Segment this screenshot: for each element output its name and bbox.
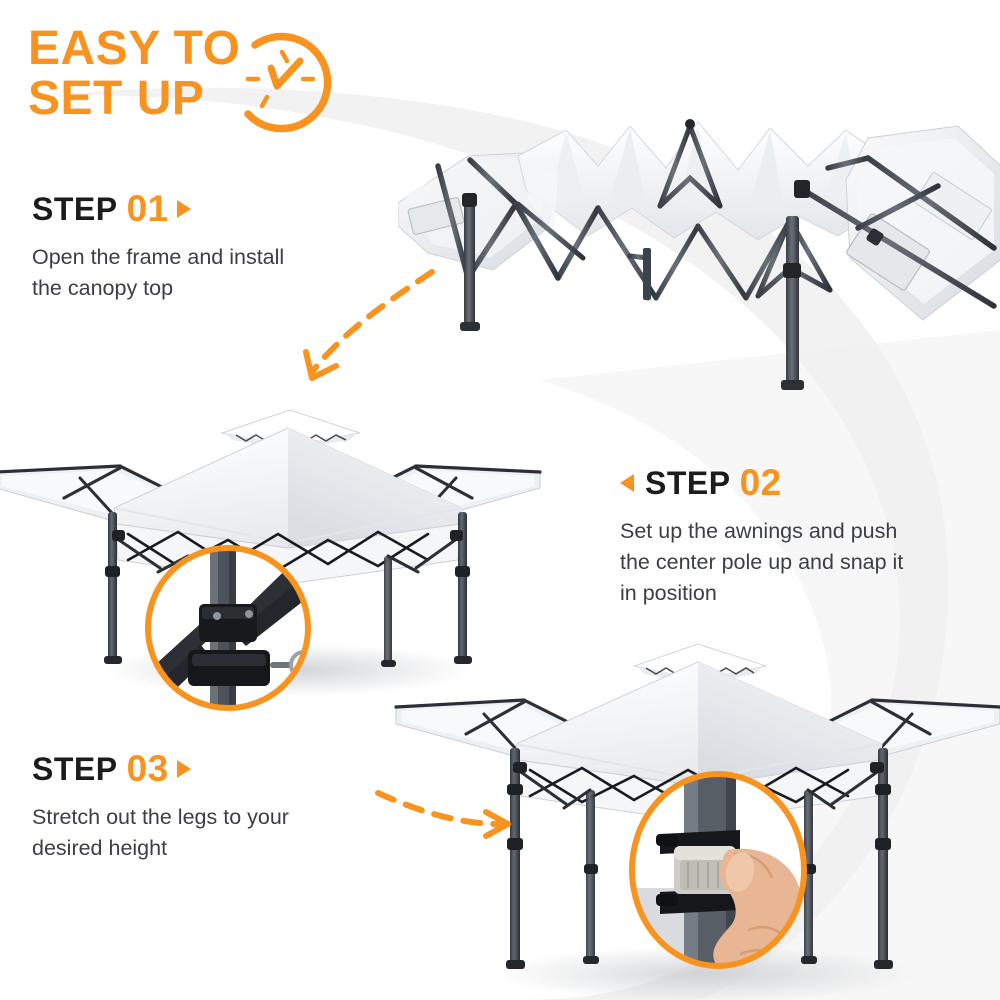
step-block-03: STEP 03 Stretch out the legs to your des… xyxy=(32,748,289,864)
illustration-folded-canopy xyxy=(397,108,1000,403)
page-title: EASY TO SET UP xyxy=(28,24,240,124)
step-01-heading: STEP 01 xyxy=(32,188,284,229)
step-03-heading: STEP 03 xyxy=(32,748,289,789)
title-line-2: SET UP xyxy=(28,72,205,125)
clock-icon xyxy=(244,32,332,133)
illustration-canopy-legs-extended xyxy=(388,638,1000,1000)
step-01-description: Open the frame and install the canopy to… xyxy=(32,245,285,300)
step-03-label: STEP xyxy=(32,751,118,787)
illustration-canopy-awnings xyxy=(0,388,548,718)
step-03-description: Stretch out the legs to your desired hei… xyxy=(32,805,289,860)
leg-height-button-detail-inset xyxy=(629,771,807,969)
step-02-number: 02 xyxy=(739,462,782,503)
step-02-heading: STEP 02 xyxy=(620,462,903,503)
step-block-01: STEP 01 Open the frame and install the c… xyxy=(32,188,285,304)
step-01-label: STEP xyxy=(32,191,118,227)
triangle-right-icon xyxy=(176,200,191,218)
step-block-02: STEP 02 Set up the awnings and push the … xyxy=(620,462,904,609)
step-03-number: 03 xyxy=(126,748,169,789)
step-01-number: 01 xyxy=(126,188,169,229)
title-line-1: EASY TO xyxy=(28,22,241,75)
pin-lock-detail-inset xyxy=(145,545,311,711)
triangle-right-icon xyxy=(176,760,191,778)
step-02-description: Set up the awnings and push the center p… xyxy=(620,519,904,605)
triangle-left-icon xyxy=(620,474,634,492)
step-02-label: STEP xyxy=(645,465,731,501)
